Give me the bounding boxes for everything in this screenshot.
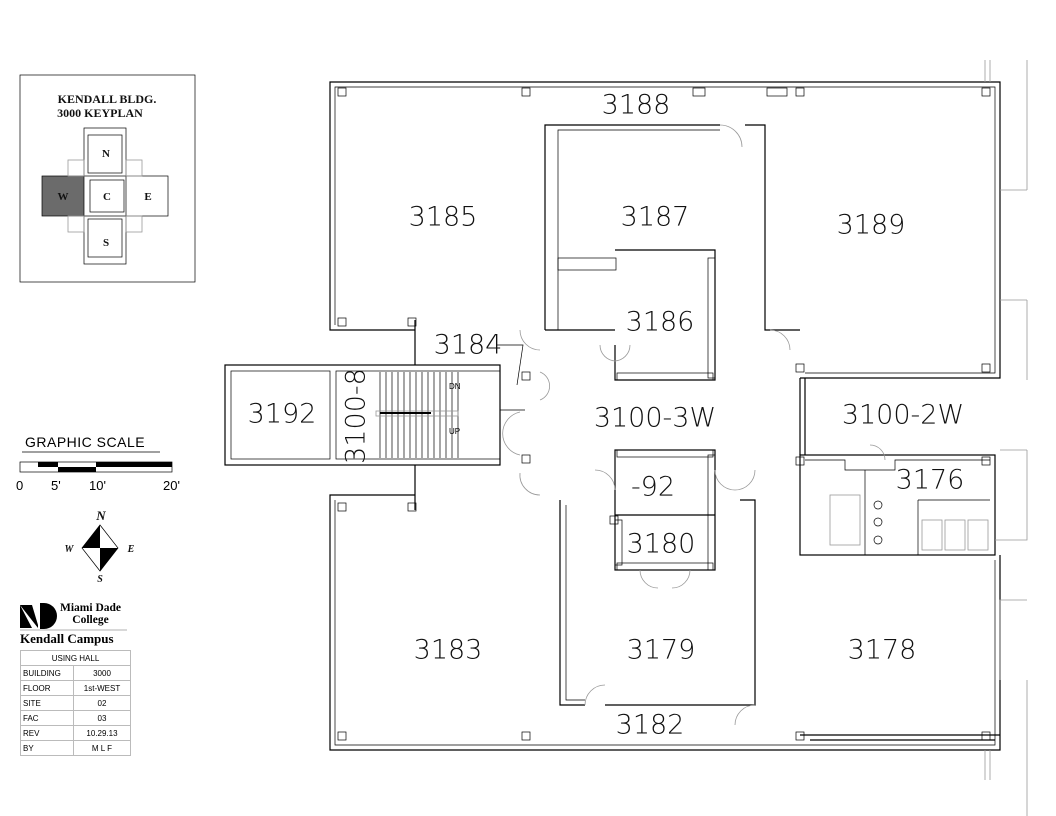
stair-up-label: UP [449, 427, 460, 436]
scale-tick-20: 20' [163, 478, 180, 493]
room-92: -92 [631, 472, 675, 503]
row-value: 02 [73, 695, 131, 711]
keyplan-e: E [144, 191, 151, 203]
keyplan-subtitle: 3000 KEYPLAN [57, 106, 143, 120]
scale-tick-0: 0 [16, 478, 24, 493]
row-label: BY [20, 740, 74, 756]
compass-w: W [65, 544, 75, 555]
keyplan-s: S [103, 237, 109, 249]
room-3100-8: 3100-8 [341, 368, 372, 464]
college-name-line2: College [72, 614, 109, 626]
room-3176: 3176 [896, 465, 965, 496]
compass-e: E [127, 544, 135, 555]
room-3189: 3189 [837, 210, 906, 241]
row-label: BUILDING [20, 665, 74, 681]
room-3186: 3186 [626, 307, 695, 338]
row-value: 10.29.13 [73, 725, 131, 741]
stair-dn-label: DN [449, 382, 461, 391]
scale-tick-10: 10' [89, 478, 106, 493]
keyplan-n: N [102, 148, 110, 160]
row-label: FLOOR [20, 680, 74, 696]
north-arrow: N S E W [65, 508, 135, 585]
keyplan-c: C [103, 191, 111, 203]
room-3183: 3183 [414, 635, 483, 666]
room-3182: 3182 [616, 710, 685, 741]
row-label: SITE [20, 695, 74, 711]
walls [224, 60, 1028, 816]
keyplan-title: KENDALL BLDG. [58, 92, 157, 106]
graphic-scale [19, 451, 173, 473]
row-value: 1st-WEST [73, 680, 131, 696]
row-label: FAC [20, 710, 74, 726]
room-3184: 3184 [434, 330, 503, 361]
row-label: REV [20, 725, 74, 741]
room-3100-3w: 3100-3W [594, 403, 716, 434]
keyplan-w: W [58, 191, 69, 203]
room-3185: 3185 [409, 202, 478, 233]
row-value: 3000 [73, 665, 131, 681]
compass-n: N [95, 508, 106, 523]
campus-name: Kendall Campus [20, 631, 114, 646]
college-name-line1: Miami Dade [60, 602, 122, 614]
keyplan-west-highlight [41, 175, 85, 217]
room-3179: 3179 [627, 635, 696, 666]
room-3187: 3187 [621, 202, 690, 233]
row-value: 03 [73, 710, 131, 726]
graphic-scale-title: GRAPHIC SCALE [25, 434, 146, 450]
info-table-header: USING HALL [20, 650, 131, 666]
room-3180: 3180 [627, 529, 696, 560]
room-labels: 3188 3185 3187 3189 3186 3184 3192 3100-… [248, 90, 965, 741]
room-3192: 3192 [248, 399, 317, 430]
row-value: M L F [73, 740, 131, 756]
mdc-logo-icon [20, 603, 127, 631]
room-3188: 3188 [602, 90, 671, 121]
room-3178: 3178 [848, 635, 917, 666]
keyplan: KENDALL BLDG. 3000 KEYPLAN N W C E S [19, 74, 196, 283]
compass-s: S [97, 574, 103, 585]
college-name: Miami Dade College [60, 602, 121, 626]
scale-tick-5: 5' [51, 478, 61, 493]
room-3100-2w: 3100-2W [842, 400, 964, 431]
